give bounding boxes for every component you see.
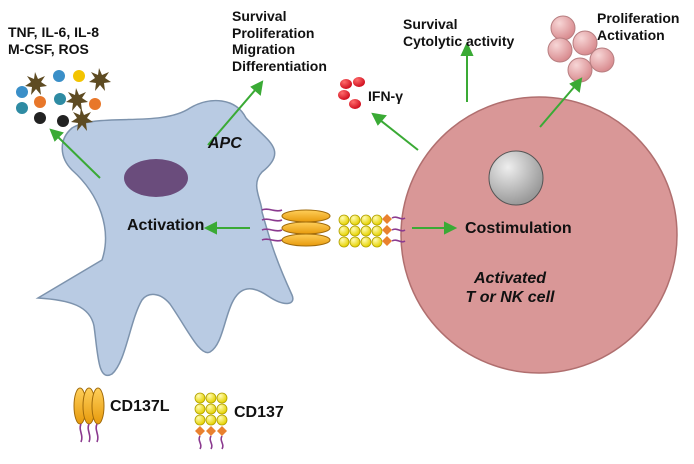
t-cell-label: Activated T or NK cell [465,270,555,306]
legend-cd137l-icon [73,387,105,443]
cytokine-label: TNF, IL-6, IL-8 M-CSF, ROS [8,24,99,57]
ifn-gamma-dots [338,77,365,109]
t-cell-nucleus [488,150,544,206]
legend-cd137l-label: CD137L [110,398,170,415]
apc-outcomes-label: Survival Proliferation Migration Differe… [232,8,327,74]
t-cell [400,96,678,374]
activation-label: Activation [127,217,205,234]
proliferating-cells [547,15,615,83]
apc-nucleus [124,159,188,197]
t-prolif-label: Proliferation Activation [597,10,680,43]
t-outcomes-label: Survival Cytolytic activity [403,16,515,49]
legend-cd137-icon [194,392,228,450]
ifn-gamma-label: IFN-γ [368,88,403,104]
legend-cd137-label: CD137 [234,404,284,421]
apc-label: APC [208,135,242,152]
cd137l-ligand [261,208,331,247]
apc-cell [35,99,294,377]
costimulation-label: Costimulation [465,220,572,237]
arrows [49,41,583,235]
cytokine-dots [16,68,111,131]
cd137-receptor [338,214,406,248]
